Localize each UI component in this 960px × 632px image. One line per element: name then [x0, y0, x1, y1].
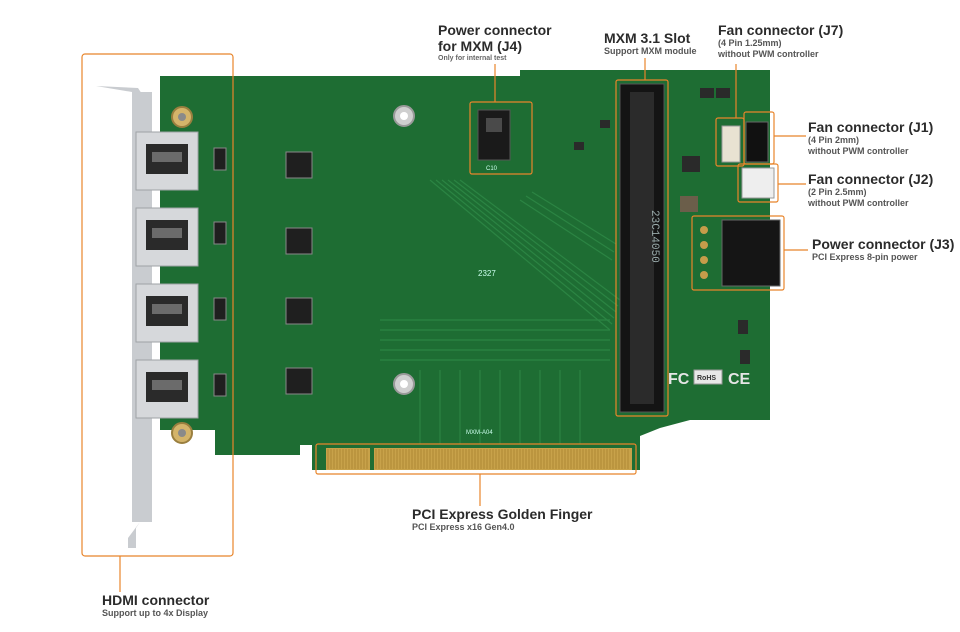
j7-connector-body: [721, 125, 741, 163]
hdmi-port: [135, 359, 199, 419]
j3-subtitle: PCI Express 8-pin power: [812, 252, 918, 262]
gold-finger-title: PCI Express Golden Finger: [412, 506, 593, 522]
board-code: 2327: [478, 269, 496, 278]
chip: [213, 221, 227, 245]
j4-title: Power connector: [438, 22, 552, 38]
hdmi-callout-box: [81, 53, 234, 557]
j2-subtitle-2: without PWM controller: [808, 198, 909, 208]
gold-finger-label: PCI Express Golden Finger PCI Express x1…: [412, 506, 593, 533]
j7-subtitle-2: without PWM controller: [718, 49, 819, 59]
j2-title: Fan connector (J2): [808, 171, 934, 187]
j3-label: Power connector (J3) PCI Express 8-pin p…: [812, 236, 954, 263]
c10-ref: C10: [486, 166, 498, 172]
chip: [213, 297, 227, 321]
j2-callout-box: [737, 163, 779, 203]
hdmi-port: [135, 283, 199, 343]
j2-label: Fan connector (J2) (2 Pin 2.5mm) without…: [808, 171, 933, 209]
j7-subtitle-1: (4 Pin 1.25mm): [718, 38, 782, 48]
chip: [285, 151, 313, 179]
hdmi-port: [135, 131, 199, 191]
callouts: [81, 53, 808, 592]
j3-title: Power connector: [812, 236, 926, 252]
mxm-subtitle: Support MXM module: [604, 46, 697, 56]
hdmi-title: HDMI connector: [102, 592, 210, 608]
j1-title: Fan connector (J1): [808, 119, 934, 135]
j3-title-row: Power connector (J3): [812, 236, 954, 252]
j3-pins: [700, 226, 708, 279]
hdmi-retimer-chips: [213, 147, 313, 397]
j2-connector-body: [741, 167, 775, 199]
j4-connector-body: [477, 109, 511, 161]
hdmi-port: [135, 207, 199, 267]
j4-callout-box: [469, 101, 533, 175]
j4-label: Power connector for MXM (J4) Only for in…: [438, 22, 552, 63]
j7-label: Fan connector (J7) (4 Pin 1.25mm) withou…: [718, 22, 843, 60]
pcie-golden-finger: [326, 448, 632, 470]
gold-callout-box: [315, 443, 637, 475]
mxm-title: MXM 3.1 Slot: [604, 30, 691, 46]
mxm-callout-box: [615, 79, 669, 417]
ce-mark: CE: [728, 371, 751, 388]
smd-components: [574, 88, 750, 364]
j1-connector-body: [745, 121, 769, 163]
mxm-ref: MXM-A04: [466, 430, 493, 436]
gold-finger-subtitle: PCI Express x16 Gen4.0: [412, 522, 515, 532]
pcb-traces: [380, 179, 621, 444]
j4-subtitle: Only for internal test: [438, 55, 507, 62]
pcb-board: [160, 70, 770, 470]
chip: [285, 297, 313, 325]
rohs-text: RoHS: [697, 375, 716, 382]
fc-mark: FC: [668, 371, 690, 388]
j3-title-suffix: (J3): [929, 236, 955, 252]
chip: [285, 227, 313, 255]
j1-subtitle-1: (4 Pin 2mm): [808, 135, 860, 145]
hdmi-subtitle: Support up to 4x Display: [102, 608, 209, 618]
j1-label: Fan connector (J1) (4 Pin 2mm) without P…: [808, 119, 933, 157]
j3-connector-body: [721, 219, 781, 287]
chip: [213, 147, 227, 171]
j3-callout-box: [691, 215, 785, 291]
chip: [285, 367, 313, 395]
hdmi-label: HDMI connector Support up to 4x Display: [102, 592, 209, 619]
chip: [213, 373, 227, 397]
hdmi-ports: [135, 131, 199, 419]
rohs-mark: [693, 369, 723, 385]
j4-title-line2: for MXM (J4): [438, 38, 522, 54]
mxm-slot-text: 23C14050: [648, 210, 660, 263]
j7-title: Fan connector (J7): [718, 22, 844, 38]
j1-subtitle-2: without PWM controller: [808, 146, 909, 156]
j2-subtitle-1: (2 Pin 2.5mm): [808, 187, 867, 197]
mxm-label: MXM 3.1 Slot Support MXM module: [604, 30, 697, 57]
